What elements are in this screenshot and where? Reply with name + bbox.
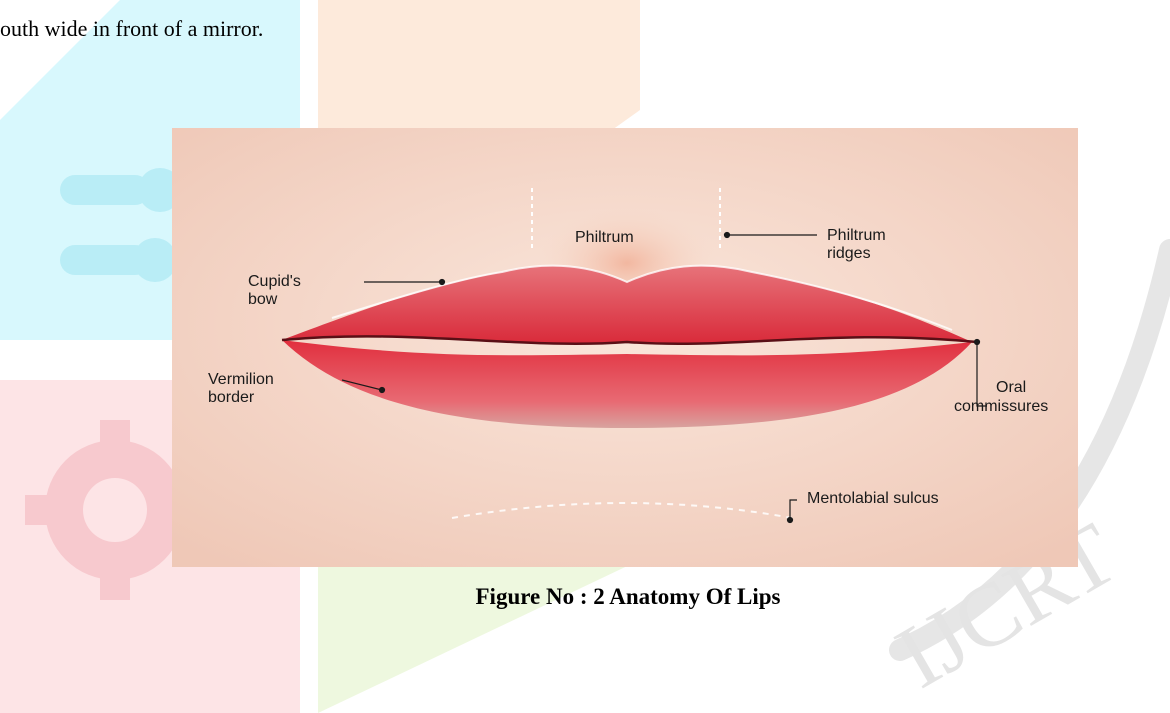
label-cupids-bow-line1: Cupid's bbox=[248, 273, 301, 290]
label-cupids-bow-line2: bow bbox=[248, 291, 278, 308]
label-oral-commissures-line2: commissures bbox=[954, 398, 1048, 415]
figure-anatomy-of-lips: Philtrum Philtrum ridges Cupid's bow Ver… bbox=[172, 128, 1078, 567]
label-mentolabial-sulcus: Mentolabial sulcus bbox=[807, 490, 939, 507]
lips-illustration: Philtrum Philtrum ridges Cupid's bow Ver… bbox=[172, 128, 1078, 567]
body-text: outh wide in front of a mirror. bbox=[0, 16, 263, 42]
label-philtrum-ridges-line2: ridges bbox=[827, 245, 871, 262]
label-philtrum-ridges-line1: Philtrum bbox=[827, 227, 886, 244]
figure-caption: Figure No : 2 Anatomy Of Lips bbox=[368, 584, 888, 610]
label-vermilion-border-line2: border bbox=[208, 389, 255, 406]
label-philtrum: Philtrum bbox=[575, 229, 634, 246]
label-vermilion-border-line1: Vermilion bbox=[208, 371, 274, 388]
label-oral-commissures-line1: Oral bbox=[996, 379, 1026, 396]
